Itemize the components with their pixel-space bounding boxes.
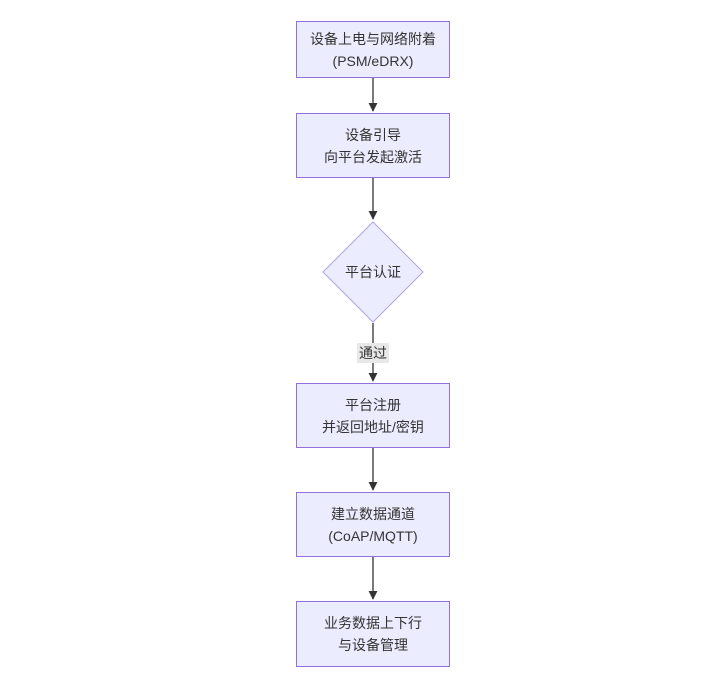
node-establish-data-channel: 建立数据通道 (CoAP/MQTT) (296, 492, 450, 557)
edge-label-pass: 通过 (357, 343, 389, 363)
node-text-line: (PSM/eDRX) (332, 52, 414, 69)
node-text-line: (CoAP/MQTT) (328, 527, 418, 544)
node-text-line: 设备上电与网络附着 (310, 30, 436, 47)
node-text-line: 向平台发起激活 (324, 148, 422, 165)
node-text-line: 平台认证 (345, 264, 401, 280)
node-platform-register: 平台注册 并返回地址/密钥 (296, 383, 450, 448)
node-text-line: 建立数据通道 (331, 505, 415, 522)
node-platform-auth: 平台认证 (322, 221, 424, 323)
node-text-line: 设备引导 (345, 126, 401, 143)
decision-diamond-icon (322, 221, 424, 323)
diamond-shape-svg (322, 221, 424, 323)
node-business-data-device-mgmt: 业务数据上下行 与设备管理 (296, 601, 450, 667)
node-text-line: 业务数据上下行 (324, 615, 422, 631)
node-text-line: 与设备管理 (338, 637, 408, 653)
node-text-line: 并返回地址/密钥 (322, 418, 424, 435)
node-power-network-attach: 设备上电与网络附着 (PSM/eDRX) (296, 21, 450, 78)
node-text-line: 平台注册 (345, 396, 401, 413)
node-device-bootstrap: 设备引导 向平台发起激活 (296, 113, 450, 178)
